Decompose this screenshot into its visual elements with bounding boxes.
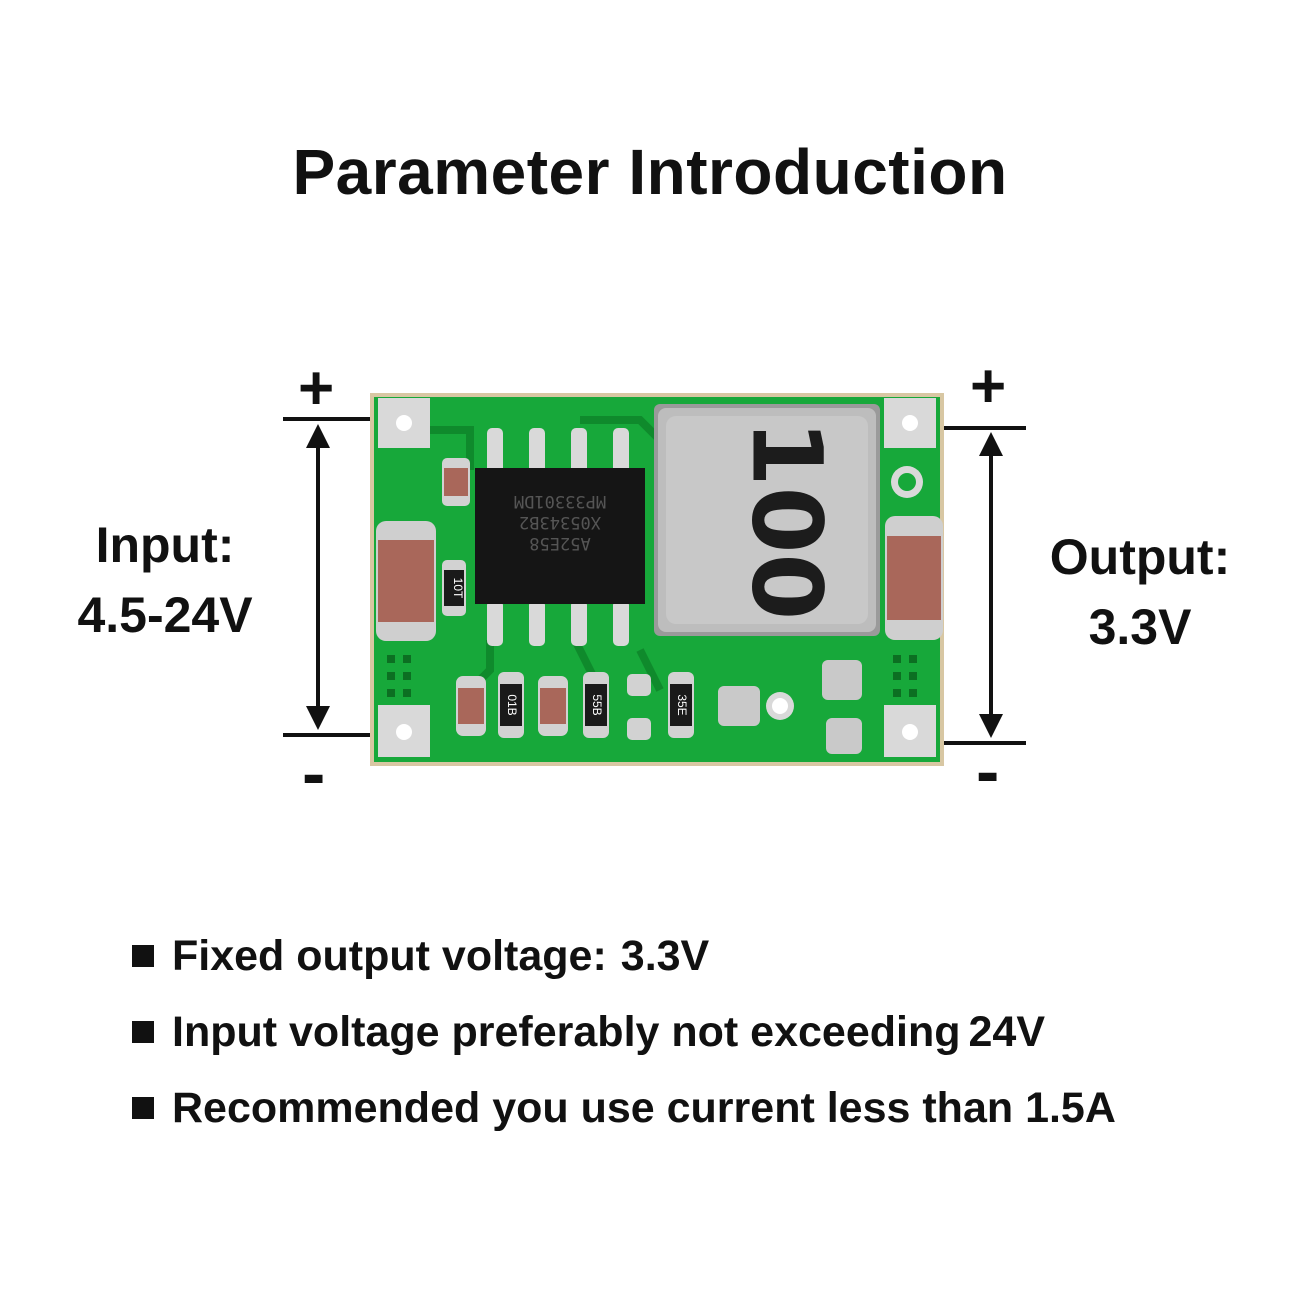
feature-text: Fixed output voltage: [172,931,607,980]
input-label-block: Input: 4.5-24V [40,510,290,650]
feature-list: Fixed output voltage: 3.3V Input voltage… [132,918,1116,1146]
inductor: 100 [654,404,880,636]
feature-item: Input voltage preferably not exceeding 2… [132,994,1116,1070]
feature-item: Fixed output voltage: 3.3V [132,918,1116,994]
input-arrow-head-up [306,424,330,448]
output-voltage-indicator [932,426,1026,745]
output-value: 3.3V [1088,599,1192,655]
input-label: Input: [95,517,235,573]
ic-chip: A52E58 X05343B2 MP33301DM [475,468,645,604]
resistor-left-marking: 10T [451,578,465,599]
resistor-marking-2: 01B [505,694,519,715]
feature-item: Recommended you use current less than 1.… [132,1070,1116,1146]
pcb-board: 10T A52E58 X05343B2 MP33301DM 100 [370,393,944,766]
output-label-block: Output: 3.3V [1010,522,1270,662]
feature-value: 3.3V [620,931,710,980]
ic-marking-line-2: X05343B2 [519,512,601,532]
output-arrow-head-up [979,432,1003,456]
page-title: Parameter Introduction [292,136,1008,208]
input-voltage-indicator [283,417,378,737]
pad-holes [396,415,918,740]
bullet-square-icon [132,945,154,967]
feature-value: 24V [968,1007,1046,1056]
feature-text: Recommended you use current less than 1.… [172,1083,1116,1132]
output-label: Output: [1049,529,1231,585]
ic-marking-line-3: MP33301DM [514,491,606,511]
output-plus-sign: + [970,352,1007,421]
inductor-marking: 100 [731,420,843,620]
input-plus-sign: + [298,354,335,423]
capacitor-input [376,521,436,641]
output-minus-sign: - [976,732,1000,810]
via-dot-grids [387,655,917,697]
input-range: 4.5-24V [77,587,253,643]
ic-marking-line-1: A52E58 [529,533,590,553]
resistor-marking-3: 55B [590,694,604,715]
resistor-marking-4: 35E [675,694,689,715]
input-arrow-head-down [306,706,330,730]
bottom-components: 01B 55B 35E [456,660,862,754]
resistor-left: 10T [442,560,466,616]
input-minus-sign: - [302,734,326,812]
capacitor-output [885,516,943,640]
feature-text: Input voltage preferably not exceeding [172,1007,961,1056]
small-capacitor-top [442,458,470,506]
bullet-square-icon [132,1021,154,1043]
bullet-square-icon [132,1097,154,1119]
ic-pins [487,428,629,646]
via-rings [766,466,923,720]
output-arrow-head-down [979,714,1003,738]
